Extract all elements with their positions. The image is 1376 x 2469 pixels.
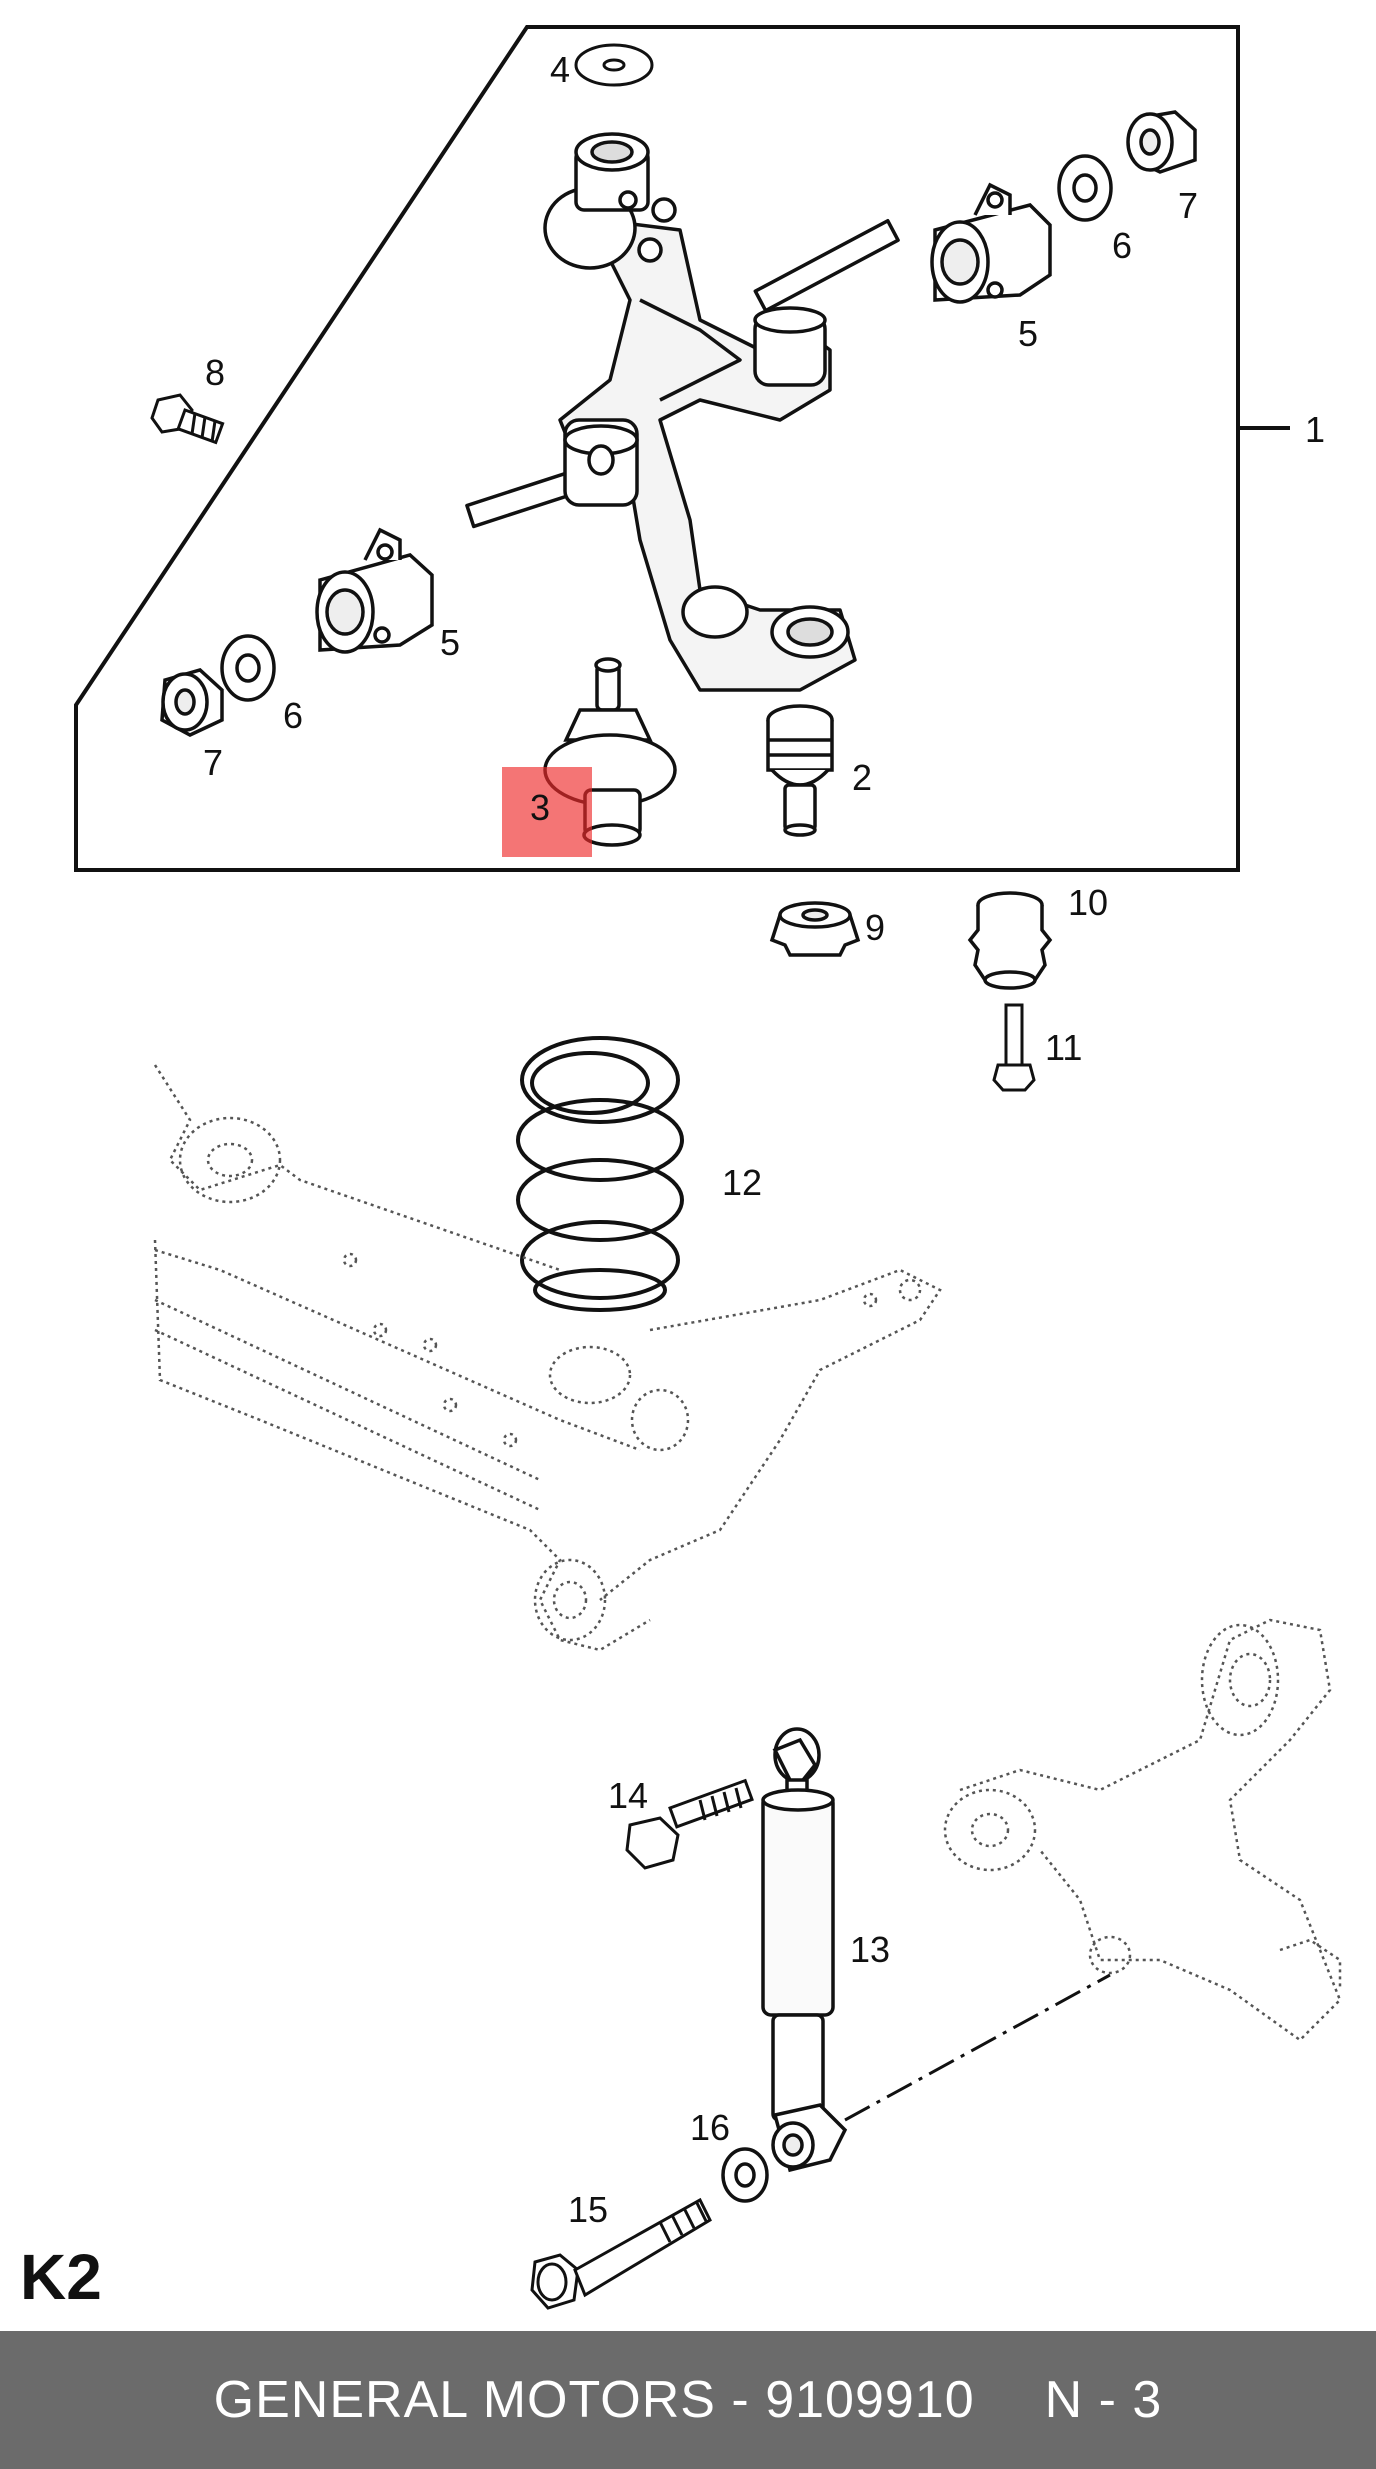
- bump-stop-part-9: [769, 901, 861, 957]
- callout-9: 9: [865, 907, 885, 948]
- section-code: K2: [20, 2241, 102, 2313]
- bolt-part-14: [625, 1778, 754, 1870]
- callout-15: 15: [568, 2189, 608, 2230]
- brand-part-number: GENERAL MOTORS - 9109910: [213, 2371, 975, 2429]
- callout-4: 4: [550, 49, 570, 90]
- bolt-part-8: [150, 393, 225, 445]
- callout-6-left: 6: [283, 695, 303, 736]
- callout-2: 2: [852, 757, 872, 798]
- alignment-line: [844, 1973, 1111, 2122]
- callout-16: 16: [690, 2107, 730, 2148]
- nut-part-7-left: [160, 668, 224, 737]
- washer-part-6-right: [1057, 154, 1113, 222]
- callout-12: 12: [722, 1162, 762, 1203]
- footer-bar: GENERAL MOTORS - 9109910 N - 3: [0, 2331, 1376, 2469]
- callout-11: 11: [1045, 1027, 1082, 1068]
- parts-diagram: 1 2 3 4 5 5 6 6 7 7 8 9 10 11 12 13 14 1…: [74, 25, 1342, 2310]
- callout-5-left: 5: [440, 622, 460, 663]
- callout-6-right: 6: [1112, 225, 1132, 266]
- callout-10: 10: [1068, 882, 1108, 923]
- coil-spring-part-12: [516, 1036, 684, 1312]
- bolt-part-15: [530, 2197, 712, 2310]
- callout-3: 3: [530, 787, 550, 828]
- shock-absorber-part-13: [761, 1727, 848, 2173]
- kit-frame: [74, 25, 1240, 872]
- callout-1: 1: [1305, 409, 1325, 450]
- subframe-reference: [153, 1064, 942, 1652]
- callout-5-right: 5: [1018, 313, 1038, 354]
- quantity-label: N - 3: [1044, 2371, 1163, 2429]
- control-arm-reference: [943, 1618, 1342, 2042]
- callout-7-left: 7: [203, 742, 223, 783]
- bump-stop-part-10: [967, 891, 1053, 990]
- nut-part-7-right: [1126, 110, 1197, 174]
- washer-part-4: [574, 43, 654, 87]
- bolt-part-11: [992, 1003, 1036, 1092]
- highlight-marker: [502, 767, 592, 857]
- callout-7-right: 7: [1178, 185, 1198, 226]
- control-arm-part-1: [465, 132, 900, 692]
- washer-part-16: [721, 2147, 769, 2203]
- callout-8: 8: [205, 352, 225, 393]
- bushing-part-5-left: [315, 527, 434, 654]
- ball-joint-part-2: [766, 704, 834, 837]
- washer-part-6-left: [220, 634, 276, 702]
- bushing-part-5-right: [930, 182, 1052, 304]
- callout-13: 13: [850, 1929, 890, 1970]
- callout-14: 14: [608, 1775, 648, 1816]
